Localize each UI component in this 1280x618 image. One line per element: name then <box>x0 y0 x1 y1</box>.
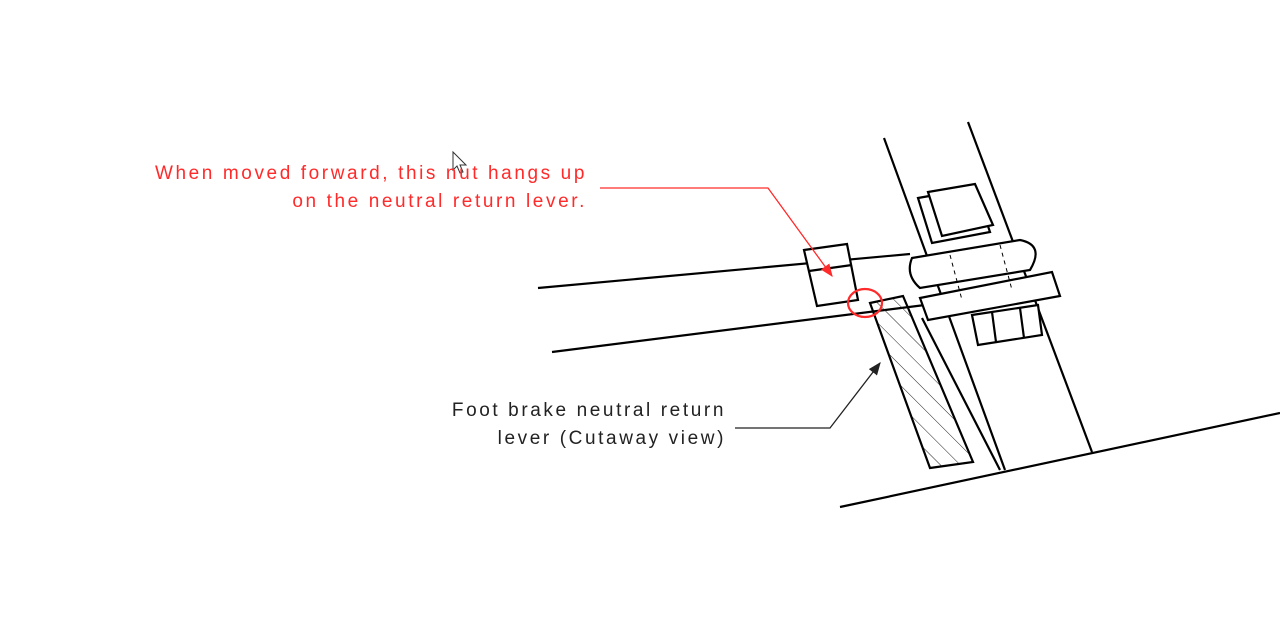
lever-annotation-line1: Foot brake neutral return <box>451 400 726 421</box>
lever-annotation-line2: lever (Cutaway view) <box>497 428 726 449</box>
base-line <box>839 411 1280 509</box>
mouse-cursor-icon <box>452 150 468 174</box>
nut-annotation-line2: on the neutral return lever. <box>292 191 587 212</box>
rod-bottom-edge <box>551 303 926 354</box>
nut-annotation: When moved forward, this nut hangs up on… <box>155 160 587 216</box>
lever-annotation: Foot brake neutral return lever (Cutaway… <box>452 397 726 453</box>
nut-annotation-line1: When moved forward, this nut hangs up <box>154 163 587 184</box>
washer <box>908 238 1037 290</box>
plate <box>918 270 1062 322</box>
nut-leader-line <box>600 187 833 278</box>
neutral-return-lever <box>868 294 975 470</box>
contact-point-circle <box>846 287 884 319</box>
lever-leader-line <box>735 361 881 429</box>
lower-nut <box>970 303 1044 347</box>
inner-column-edge <box>921 317 1001 471</box>
top-nut <box>916 182 995 245</box>
